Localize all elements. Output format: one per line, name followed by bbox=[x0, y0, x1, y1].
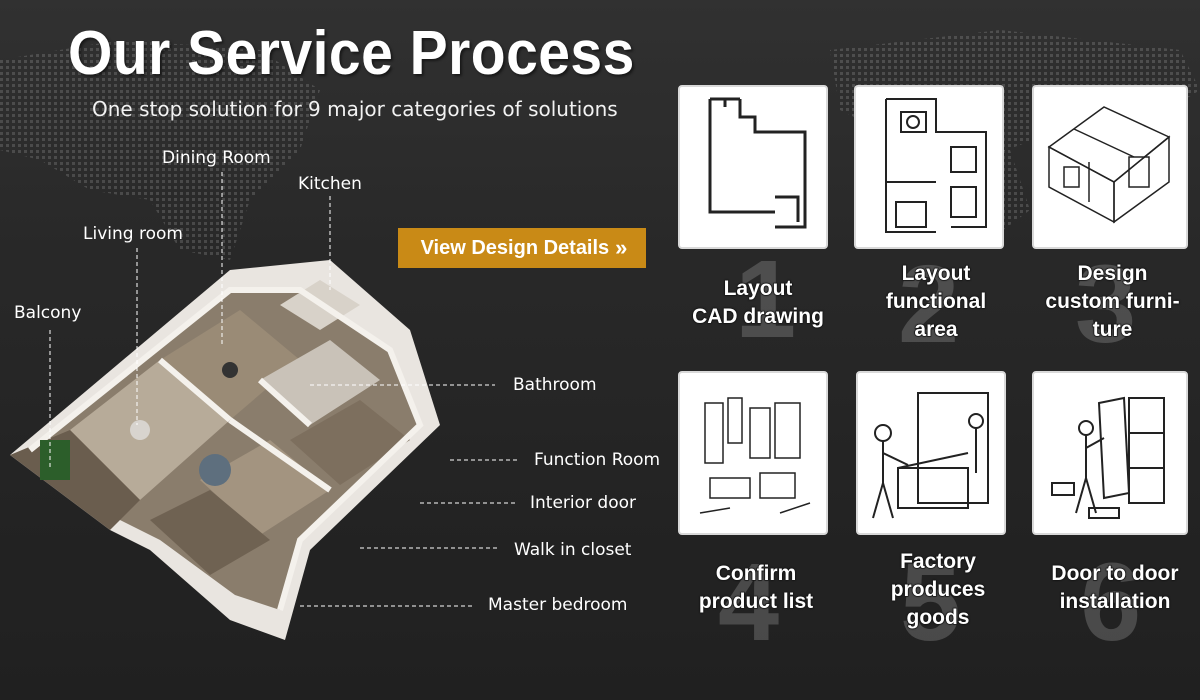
floor-plan-illustration bbox=[10, 260, 440, 640]
step-1-card bbox=[678, 85, 828, 249]
view-design-details-button[interactable]: View Design Details » bbox=[398, 228, 646, 268]
furnished-floor-plan-icon bbox=[885, 98, 987, 233]
room-label-balcony: Balcony bbox=[14, 303, 82, 323]
room-label-living-room: Living room bbox=[83, 224, 183, 244]
step-4-card bbox=[678, 371, 828, 535]
room-label-walk-in-closet: Walk in closet bbox=[514, 540, 632, 560]
page-title: Our Service Process bbox=[68, 19, 635, 88]
step-3-number: 3 bbox=[1075, 243, 1137, 366]
step-6-number: 6 bbox=[1080, 541, 1142, 664]
room-label-function-room: Function Room bbox=[534, 450, 661, 470]
floor-plan-outline-icon bbox=[708, 97, 807, 229]
room-label-kitchen: Kitchen bbox=[298, 174, 362, 194]
factory-worker-icon bbox=[872, 392, 989, 519]
room-label-master-bedroom: Master bedroom bbox=[488, 595, 628, 615]
step-2-number: 2 bbox=[898, 243, 960, 366]
installer-worker-icon bbox=[1051, 396, 1165, 519]
page-subtitle: One stop solution for 9 major categories… bbox=[92, 97, 618, 121]
step-1-number: 1 bbox=[735, 238, 797, 361]
room-label-dining-room: Dining Room bbox=[162, 148, 271, 168]
step-5-card bbox=[856, 371, 1006, 535]
room-label-interior-door: Interior door bbox=[530, 493, 637, 513]
double-chevron-right-icon: » bbox=[615, 235, 627, 260]
step-6-card bbox=[1032, 371, 1188, 535]
step-4-number: 4 bbox=[718, 541, 780, 664]
step-2-card bbox=[854, 85, 1004, 249]
step-5-number: 5 bbox=[900, 541, 962, 664]
step-3-card bbox=[1032, 85, 1188, 249]
view-design-details-label: View Design Details bbox=[420, 236, 610, 259]
room-label-bathroom: Bathroom bbox=[513, 375, 597, 395]
room-leader-lines bbox=[0, 0, 700, 700]
isometric-room-icon bbox=[1047, 106, 1171, 224]
cabinet-parts-icon bbox=[699, 397, 811, 514]
